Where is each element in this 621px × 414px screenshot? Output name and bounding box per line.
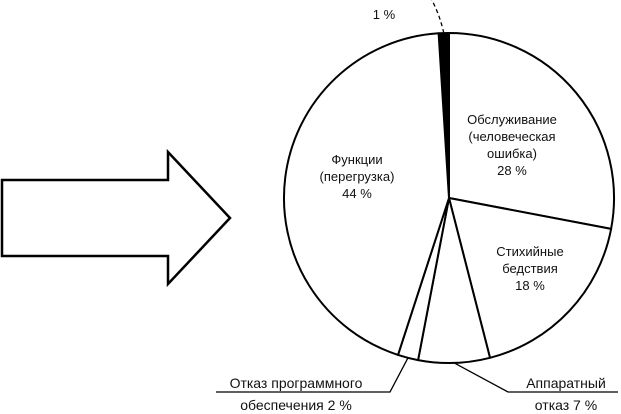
slice-label-2-line-4: 28 % (497, 163, 527, 178)
slice-label-4-line-1: Аппаратный (526, 375, 606, 391)
slice-label-2-line-2: (человеческая (468, 129, 555, 144)
leader-line-slice-4 (453, 362, 618, 393)
pie (283, 31, 616, 364)
slice-label-2-line-1: Обслуживание (467, 112, 557, 127)
slice-label-4-line-2: отказ 7 % (535, 397, 597, 413)
slice-label-5-line-2: обеспечения 2 % (240, 397, 352, 413)
slice-label-3-line-2: бедствия (502, 261, 558, 276)
leader-lines (216, 0, 618, 393)
leader-line-slice-1 (431, 0, 445, 34)
slice-label-3-line-3: 18 % (515, 278, 545, 293)
pie-labels: 1 % Обслуживание (человеческая ошибка) 2… (230, 7, 606, 413)
slice-label-6-line-2: (перегрузка) (320, 169, 395, 184)
arrow-shape (0, 148, 232, 288)
slice-label-6-line-3: 44 % (342, 186, 372, 201)
slice-label-6-line-1: Функции (331, 152, 382, 167)
slice-label-1-line-1: 1 % (373, 7, 396, 22)
slice-label-5-line-1: Отказ программного (230, 375, 363, 391)
pie-slice-2 (448, 32, 616, 230)
pie-slice-6 (283, 32, 450, 356)
leader-line-slice-5 (216, 357, 409, 393)
pie-slice-3 (448, 197, 613, 359)
slice-label-2-line-3: ошибка) (487, 146, 537, 161)
slice-label-3-line-1: Стихийные (496, 244, 563, 259)
